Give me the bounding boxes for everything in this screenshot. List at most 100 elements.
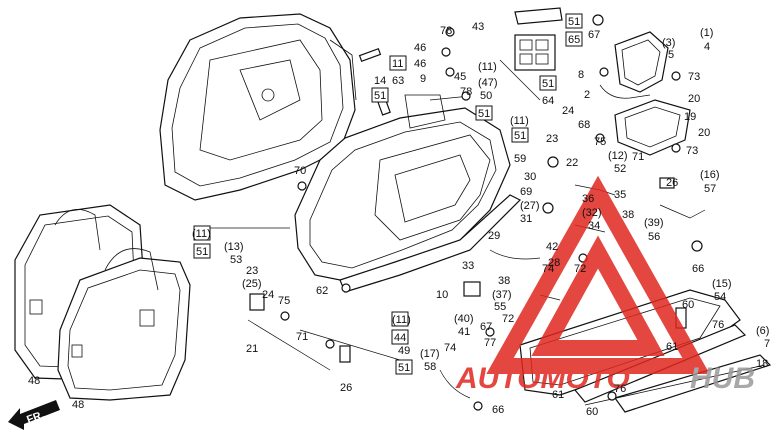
part-label: 26 bbox=[340, 382, 352, 394]
part-labels: 78 43 51 67 65 (1) (3) 5 4 46 46 11 14 6… bbox=[28, 13, 770, 418]
part-label: 58 bbox=[424, 361, 436, 373]
part-label: (13) bbox=[224, 241, 244, 253]
part-label: 72 bbox=[574, 263, 586, 275]
part-label: 74 bbox=[444, 342, 456, 354]
part-label: 34 bbox=[588, 220, 600, 232]
part-label: 22 bbox=[566, 157, 578, 169]
part-label: 57 bbox=[704, 183, 716, 195]
part-label: (27) bbox=[520, 200, 540, 212]
part-label: 5 bbox=[668, 49, 674, 61]
part-label: 51 bbox=[374, 90, 386, 102]
part-label: 72 bbox=[502, 313, 514, 325]
part-label: 78 bbox=[440, 25, 452, 37]
part-label: 26 bbox=[666, 177, 678, 189]
part-label: 60 bbox=[586, 406, 598, 418]
part-label: 44 bbox=[394, 332, 406, 344]
part-label: 64 bbox=[542, 95, 554, 107]
part-label: 24 bbox=[262, 289, 274, 301]
part-label: 8 bbox=[578, 69, 584, 81]
part-label: 74 bbox=[542, 263, 554, 275]
part-label: 69 bbox=[520, 186, 532, 198]
part-label: (12) bbox=[608, 150, 628, 162]
part-label: 11 bbox=[392, 58, 403, 70]
part-label: 52 bbox=[614, 163, 626, 175]
part-label: (3) bbox=[662, 37, 675, 49]
part-label: (11) bbox=[478, 61, 497, 73]
part-label: 75 bbox=[594, 136, 606, 148]
part-label: (40) bbox=[454, 313, 474, 325]
part-label: (16) bbox=[700, 169, 720, 181]
part-label: 21 bbox=[246, 343, 258, 355]
part-label: 4 bbox=[704, 41, 710, 53]
front-direction-marker: FR. bbox=[8, 400, 60, 430]
part-label: 28 bbox=[548, 257, 560, 269]
part-label: 43 bbox=[472, 21, 484, 33]
part-label: 66 bbox=[692, 263, 704, 275]
part-label: 73 bbox=[686, 145, 698, 157]
part-label: (47) bbox=[478, 77, 498, 89]
part-label: 51 bbox=[514, 130, 526, 142]
part-label: 77 bbox=[484, 337, 496, 349]
part-label: 36 bbox=[582, 193, 594, 205]
part-label: 54 bbox=[714, 291, 726, 303]
part-label: 18 bbox=[756, 358, 768, 370]
part-label: 55 bbox=[494, 301, 506, 313]
part-label: 42 bbox=[546, 241, 558, 253]
part-label: 75 bbox=[278, 295, 290, 307]
part-label: 46 bbox=[414, 58, 426, 70]
part-label: 63 bbox=[392, 75, 404, 87]
part-label: 61 bbox=[552, 389, 564, 401]
part-label: 76 bbox=[614, 383, 626, 395]
part-label: 19 bbox=[684, 111, 696, 123]
part-label: 65 bbox=[568, 34, 580, 46]
part-label: (17) bbox=[420, 348, 440, 360]
saddlebag-center-frame bbox=[294, 94, 522, 293]
part-label: (11) bbox=[192, 228, 211, 240]
part-label: 59 bbox=[514, 153, 526, 165]
watermark-triangle-icon bbox=[486, 175, 710, 374]
part-label: 67 bbox=[588, 29, 600, 41]
part-label: 53 bbox=[230, 254, 242, 266]
part-label: 51 bbox=[478, 108, 490, 120]
part-label: 7 bbox=[764, 338, 770, 350]
part-label: 71 bbox=[632, 151, 644, 163]
part-label: 67 bbox=[480, 321, 492, 333]
part-label: 76 bbox=[712, 319, 724, 331]
part-label: 23 bbox=[546, 133, 558, 145]
part-label: 24 bbox=[562, 105, 574, 117]
part-label: (39) bbox=[644, 217, 664, 229]
part-label: 73 bbox=[688, 71, 700, 83]
hardware-parts bbox=[210, 14, 706, 411]
direction-label: FR. bbox=[25, 409, 46, 426]
part-label: 10 bbox=[436, 289, 448, 301]
part-label: 48 bbox=[28, 375, 40, 387]
part-label: 14 bbox=[374, 75, 386, 87]
part-label: 62 bbox=[316, 285, 328, 297]
part-label: (11) bbox=[510, 115, 529, 127]
part-label: 35 bbox=[614, 189, 626, 201]
part-label: 51 bbox=[568, 16, 580, 28]
part-label: 60 bbox=[682, 299, 694, 311]
part-label: 20 bbox=[688, 93, 700, 105]
part-label: 66 bbox=[492, 404, 504, 416]
part-label: 23 bbox=[246, 265, 258, 277]
part-label: 61 bbox=[666, 341, 678, 353]
direction-arrow-icon bbox=[8, 400, 60, 430]
part-label: 9 bbox=[420, 73, 426, 85]
part-label: 33 bbox=[462, 260, 474, 272]
part-label: 45 bbox=[454, 71, 466, 83]
part-label: 51 bbox=[196, 246, 208, 258]
part-label: 71 bbox=[296, 331, 308, 343]
part-label: 51 bbox=[398, 362, 410, 374]
part-label: 50 bbox=[480, 90, 492, 102]
part-label: 46 bbox=[414, 42, 426, 54]
light-assembly bbox=[599, 31, 691, 156]
watermark-text-b: HUB bbox=[690, 362, 755, 395]
part-label: (1) bbox=[700, 27, 713, 39]
part-label: (15) bbox=[712, 278, 732, 290]
part-label: 29 bbox=[488, 230, 500, 242]
part-label: (25) bbox=[242, 278, 262, 290]
part-label: (6) bbox=[756, 325, 769, 337]
